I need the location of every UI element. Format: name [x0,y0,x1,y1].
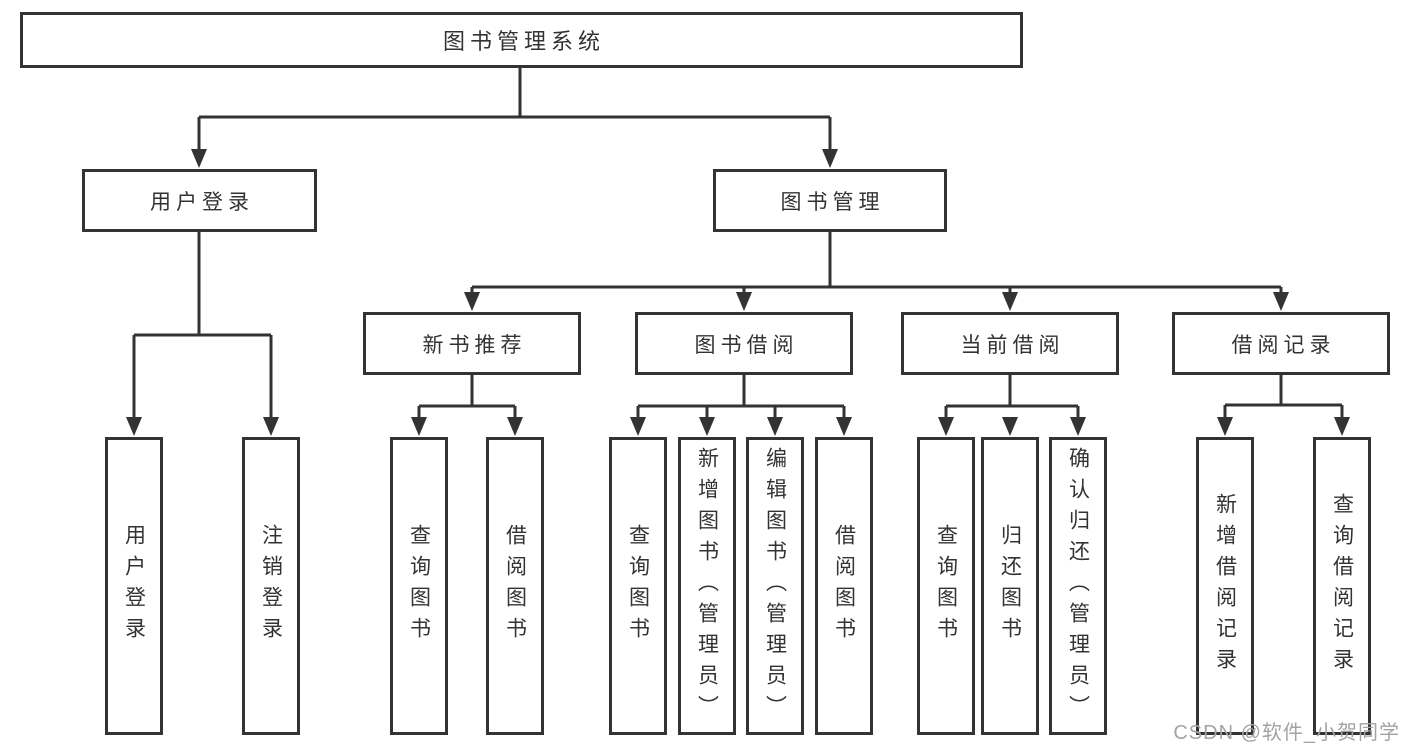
leaf-query-borrow-record: 查询借阅记录 [1313,437,1371,735]
node-label: 图书管理 [780,190,885,214]
leaf-query-books-recommend: 查询图书 [390,437,448,735]
node-label: 借阅记录 [1231,333,1336,357]
watermark: CSDN @软件_小贺同学 [1173,722,1400,744]
node-label: 图书管理系统 [442,29,605,54]
node-borrowing-records: 借阅记录 [1172,312,1390,375]
node-label: 用户登录 [122,524,146,648]
node-label: 图书借阅 [694,333,799,357]
node-current-borrowing: 当前借阅 [901,312,1119,375]
node-label: 查询图书 [407,524,431,648]
node-label: 归还图书 [998,524,1022,648]
node-book-borrowing: 图书借阅 [635,312,853,375]
leaf-add-book-admin: 新增图书（管理员） [678,437,736,735]
node-label: 借阅图书 [832,524,856,648]
node-label: 确认归还（管理员） [1066,446,1090,726]
node-label: 借阅图书 [503,524,527,648]
node-book-management: 图书管理 [713,169,947,232]
node-label: 新增借阅记录 [1213,493,1237,679]
node-label: 查询图书 [934,524,958,648]
leaf-edit-book-admin: 编辑图书（管理员） [746,437,804,735]
leaf-return-book: 归还图书 [981,437,1039,735]
node-label: 当前借阅 [960,333,1065,357]
node-user-login: 用户登录 [82,169,317,232]
leaf-query-books-borrow: 查询图书 [609,437,667,735]
leaf-borrow-books-borrow: 借阅图书 [815,437,873,735]
node-label: 注销登录 [259,524,283,648]
leaf-borrow-books-recommend: 借阅图书 [486,437,544,735]
node-label: 编辑图书（管理员） [763,446,787,726]
node-label: 查询图书 [626,524,650,648]
leaf-query-books-current: 查询图书 [917,437,975,735]
leaf-user-login: 用户登录 [105,437,163,735]
leaf-add-borrow-record: 新增借阅记录 [1196,437,1254,735]
leaf-confirm-return-admin: 确认归还（管理员） [1049,437,1107,735]
node-label: 用户登录 [150,190,254,214]
node-label: 新增图书（管理员） [695,446,719,726]
leaf-logout-login: 注销登录 [242,437,300,735]
node-library-management-system: 图书管理系统 [20,12,1023,68]
node-label: 新书推荐 [422,333,527,357]
node-new-book-recommendation: 新书推荐 [363,312,581,375]
node-label: 查询借阅记录 [1330,493,1354,679]
